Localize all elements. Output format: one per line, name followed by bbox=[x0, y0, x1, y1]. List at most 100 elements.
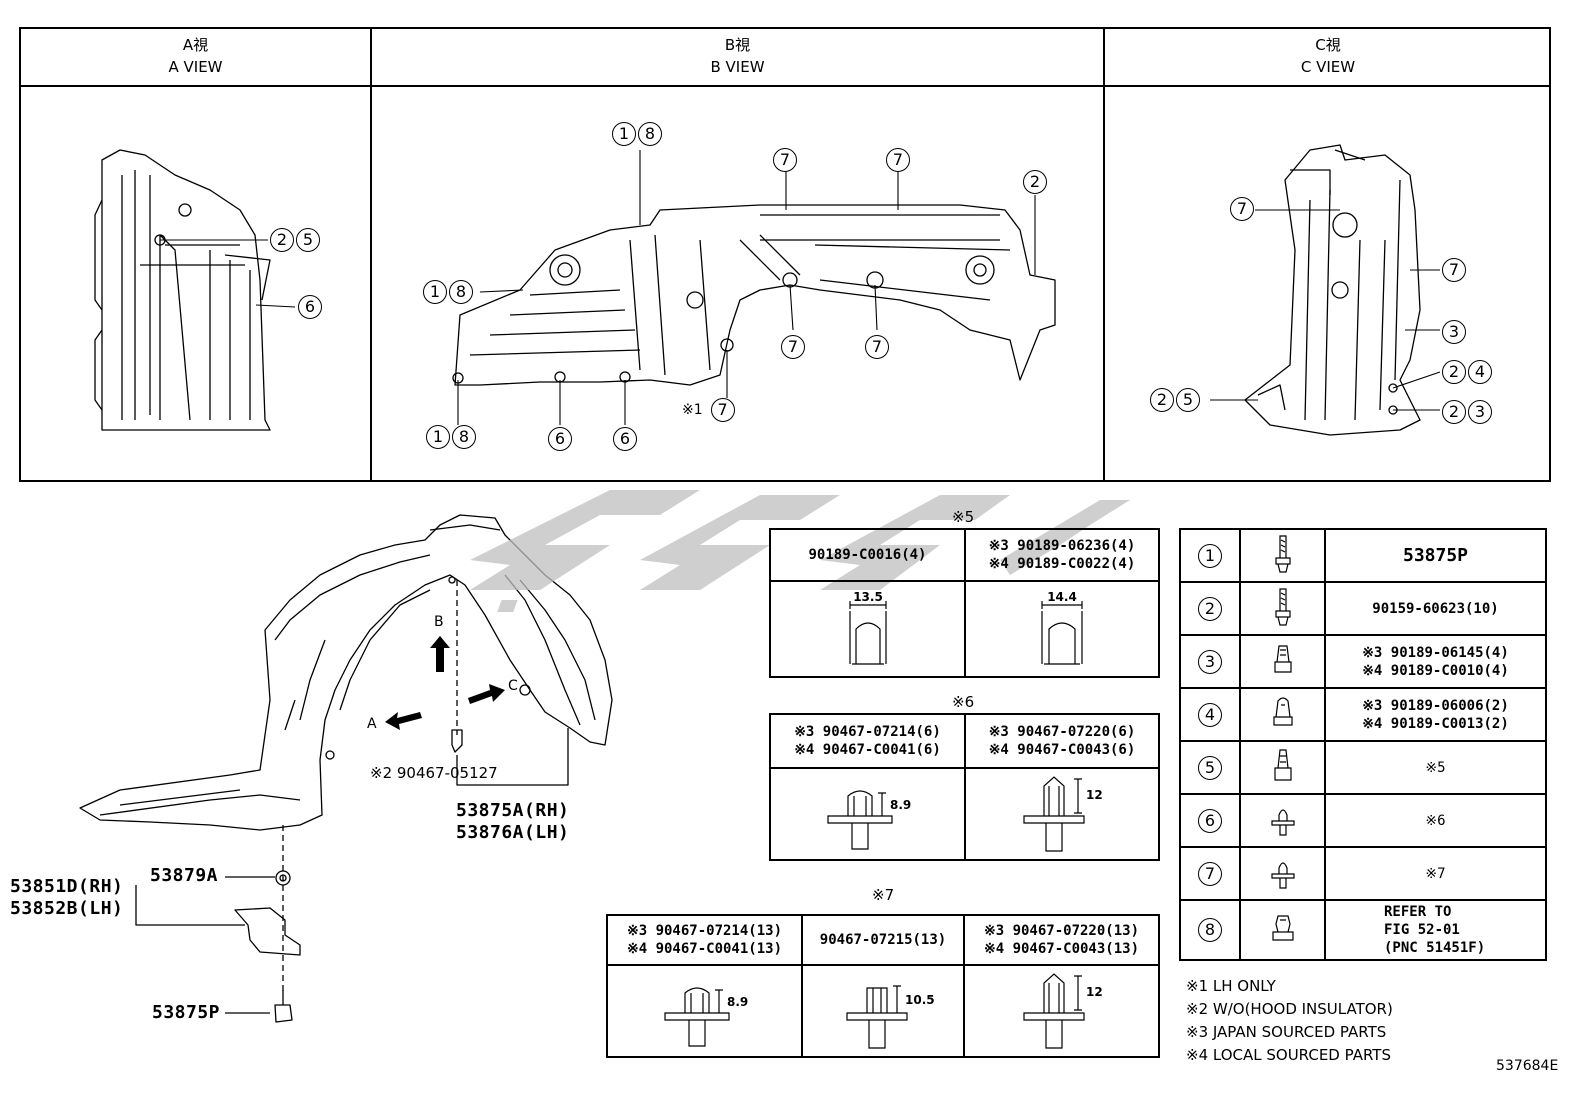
table5: 90189-C0016(4) ※3 90189-06236(4)※4 90189… bbox=[769, 528, 1160, 678]
part-number: ※4 90467-C0043(6) bbox=[988, 742, 1136, 758]
legend-reference: FIG 52-01 bbox=[1384, 922, 1460, 938]
callout-b-7-c: 7 bbox=[781, 335, 805, 359]
view-a-title-en: A VIEW bbox=[168, 58, 223, 76]
callout-num: 1 bbox=[612, 122, 636, 146]
callout-num: 7 bbox=[886, 148, 910, 172]
part-number: ※3 90467-07220(6) bbox=[988, 724, 1136, 740]
dimension-label: 8.9 bbox=[890, 798, 911, 812]
table5-clip-1: 13.5 bbox=[769, 580, 966, 678]
view-c-title-en: C VIEW bbox=[1300, 58, 1356, 76]
legend-icon-cell bbox=[1239, 899, 1326, 961]
callout-num: 2 bbox=[270, 228, 294, 252]
part-number: ※4 90467-C0041(13) bbox=[626, 941, 783, 957]
legend-part-number: 53875P bbox=[1402, 544, 1469, 566]
table6-col2-parts: ※3 90467-07220(6) ※4 90467-C0043(6) bbox=[964, 713, 1160, 769]
callout-num: 2 bbox=[1442, 400, 1466, 424]
legend-part-cell: 53875P bbox=[1324, 528, 1547, 583]
part-number: ※4 90467-C0041(6) bbox=[794, 742, 941, 758]
view-frame bbox=[19, 27, 1551, 482]
callout-num: 8 bbox=[638, 122, 662, 146]
callout-a-6: 6 bbox=[298, 295, 322, 319]
dimension-label: 12 bbox=[1086, 788, 1103, 802]
part-number: 90467-07215(13) bbox=[819, 932, 947, 948]
table7-col2-parts: 90467-07215(13) bbox=[801, 914, 965, 966]
legend-icon-cell bbox=[1239, 528, 1326, 583]
view-b-title: B視 B VIEW bbox=[372, 34, 1103, 78]
legend-num-cell: 5 bbox=[1179, 740, 1241, 795]
legend-part-number: 90159-60623(10) bbox=[1372, 600, 1499, 617]
callout-num: 6 bbox=[298, 295, 322, 319]
arrow-a-label: A bbox=[367, 716, 377, 732]
footnote: ※1 LH ONLY bbox=[1186, 977, 1276, 995]
legend-reference: (PNC 51451F) bbox=[1384, 940, 1486, 956]
dimension-label: 8.9 bbox=[727, 995, 748, 1009]
part-number: ※4 90189-C0022(4) bbox=[988, 556, 1136, 572]
legend-row: 7 ※7 bbox=[1179, 846, 1547, 901]
table5-title: ※5 bbox=[952, 508, 975, 526]
legend-part-cell: ※3 90189-06145(4)※4 90189-C0010(4) bbox=[1324, 634, 1547, 689]
callout-b-7-a: 7 bbox=[773, 148, 797, 172]
diagram-id: 537684E bbox=[1496, 1058, 1559, 1074]
legend-part-cell: ※6 bbox=[1324, 793, 1547, 848]
table6: ※3 90467-07214(6)※4 90467-C0041(6) ※3 90… bbox=[769, 713, 1160, 861]
arrow-a-shape bbox=[385, 712, 422, 730]
callout-num: 5 bbox=[296, 228, 320, 252]
clip-note: ※2 90467-05127 bbox=[370, 764, 498, 782]
fender-liner-drawing bbox=[79, 514, 613, 831]
legend-part-cell: ※3 90189-06006(2)※4 90189-C0013(2) bbox=[1324, 687, 1547, 742]
clip-drawing: 12 bbox=[1022, 973, 1103, 1049]
callout-c-7-b: 7 bbox=[1442, 258, 1466, 282]
c-view-part-drawing bbox=[1244, 144, 1421, 436]
legend-part-number: ※4 90189-C0010(4) bbox=[1362, 662, 1509, 679]
push-clip-icon bbox=[1270, 861, 1295, 889]
part-number: 90189-C0016(4) bbox=[808, 547, 927, 563]
legend-row: 6 ※6 bbox=[1179, 793, 1547, 848]
table7-clip-3: 12 bbox=[963, 964, 1160, 1058]
callout-num: 7 bbox=[781, 335, 805, 359]
legend-num: 2 bbox=[1198, 596, 1222, 621]
legend-row: 5 ※5 bbox=[1179, 740, 1547, 795]
callout-num: 1 bbox=[426, 425, 450, 449]
nut-part: 53879A bbox=[150, 865, 219, 886]
bolt-icon bbox=[1274, 534, 1291, 573]
bolt-icon bbox=[1274, 587, 1291, 626]
callout-num: 8 bbox=[452, 425, 476, 449]
legend-num: 6 bbox=[1198, 808, 1222, 833]
legend-part-number: ※5 bbox=[1425, 759, 1446, 776]
legend-icon-cell bbox=[1239, 740, 1326, 795]
legend-row: 1 53875P bbox=[1179, 528, 1547, 583]
table7-clip-1: 8.9 bbox=[606, 964, 803, 1058]
legend-num: 7 bbox=[1198, 861, 1222, 886]
legend-num: 5 bbox=[1198, 755, 1222, 780]
view-c-title: C視 C VIEW bbox=[1105, 34, 1551, 78]
callout-b-6-a: 6 bbox=[548, 427, 572, 451]
clip-drawing: 10.5 bbox=[846, 985, 935, 1049]
legend-num-cell: 7 bbox=[1179, 846, 1241, 901]
callout-num: 6 bbox=[548, 427, 572, 451]
callout-num: 4 bbox=[1468, 360, 1492, 384]
view-a-title: A視 A VIEW bbox=[21, 34, 370, 78]
table5-col2-parts: ※3 90189-06236(4)※4 90189-C0022(4) bbox=[964, 528, 1160, 582]
callout-num: 6 bbox=[613, 427, 637, 451]
part-number: ※3 90467-07220(13) bbox=[983, 923, 1140, 939]
view-col-divider-1 bbox=[370, 27, 372, 482]
dimension-label: 13.5 bbox=[853, 590, 883, 604]
legend-part-cell: ※5 bbox=[1324, 740, 1547, 795]
legend-num: 1 bbox=[1198, 543, 1222, 568]
dimension-label: 12 bbox=[1086, 985, 1103, 999]
a-view-part-drawing bbox=[94, 149, 271, 431]
legend-num-cell: 2 bbox=[1179, 581, 1241, 636]
b-view-part-drawing bbox=[452, 204, 1056, 386]
arrow-b-label: B bbox=[434, 614, 444, 630]
legend-icon-cell bbox=[1239, 687, 1326, 742]
callout-num: 8 bbox=[449, 280, 473, 304]
footnotes: ※1 LH ONLY ※2 W/O(HOOD INSULATOR) ※3 JAP… bbox=[1186, 975, 1393, 1067]
arrow-c-label: C bbox=[508, 678, 518, 694]
fastener-legend: 1 53875P 2 90159-60623(10) 3 ※3 90189-06… bbox=[1179, 528, 1547, 961]
